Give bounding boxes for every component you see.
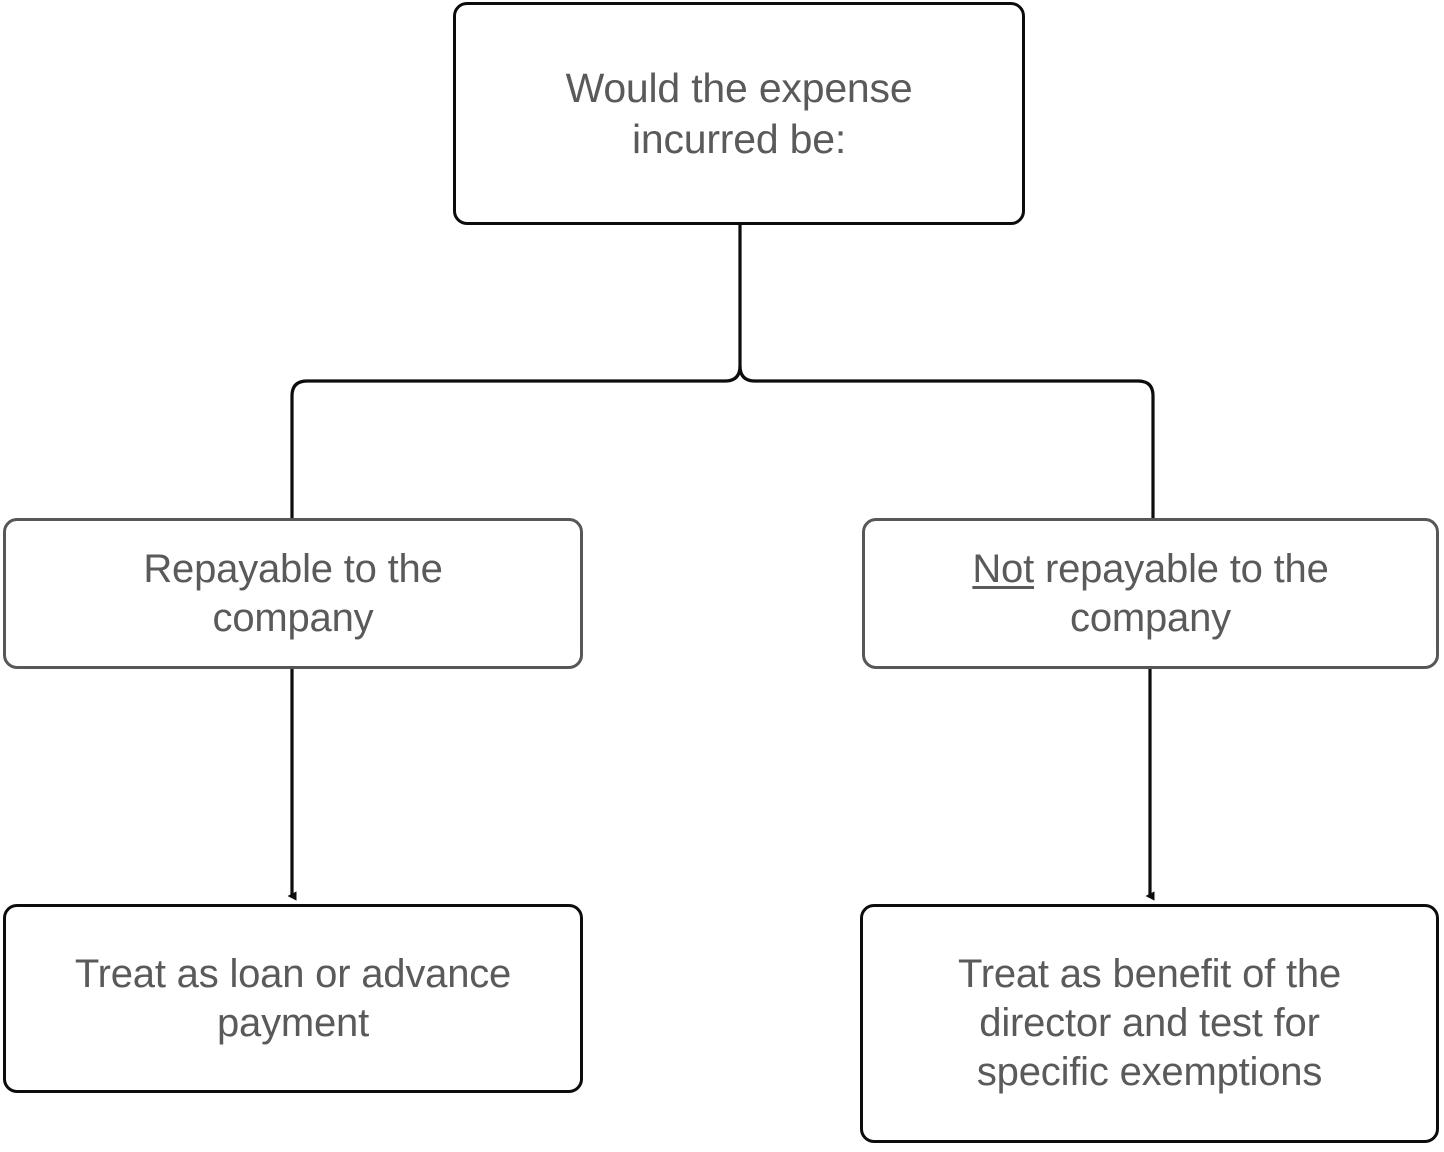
node-benefit-label: Treat as benefit of the director and tes…	[957, 952, 1342, 1094]
node-repayable-to-the-company[interactable]: Repayable to the company	[3, 518, 583, 669]
edge-split-to-left	[290, 365, 742, 518]
node-repayable-label: Repayable to the company	[143, 546, 443, 640]
node-treat-as-benefit-of-the-director[interactable]: Treat as benefit of the director and tes…	[860, 904, 1439, 1143]
node-would-the-expense-incurred-be[interactable]: Would the expense incurred be:	[453, 2, 1025, 225]
node-not-repayable-label: Not repayable to the company	[865, 545, 1436, 643]
edge-root-to-split	[738, 225, 1155, 518]
node-not-repayable-label-rest: repayable to the company	[1044, 546, 1329, 640]
node-not-repayable-label-emphasis: Not	[972, 546, 1035, 591]
node-treat-as-loan-or-advance-payment[interactable]: Treat as loan or advance payment	[3, 904, 583, 1093]
node-not-repayable-to-the-company[interactable]: Not repayable to the company	[862, 518, 1439, 669]
node-root-label: Would the expense incurred be:	[565, 65, 913, 162]
node-loan-label: Treat as loan or advance payment	[74, 951, 512, 1045]
